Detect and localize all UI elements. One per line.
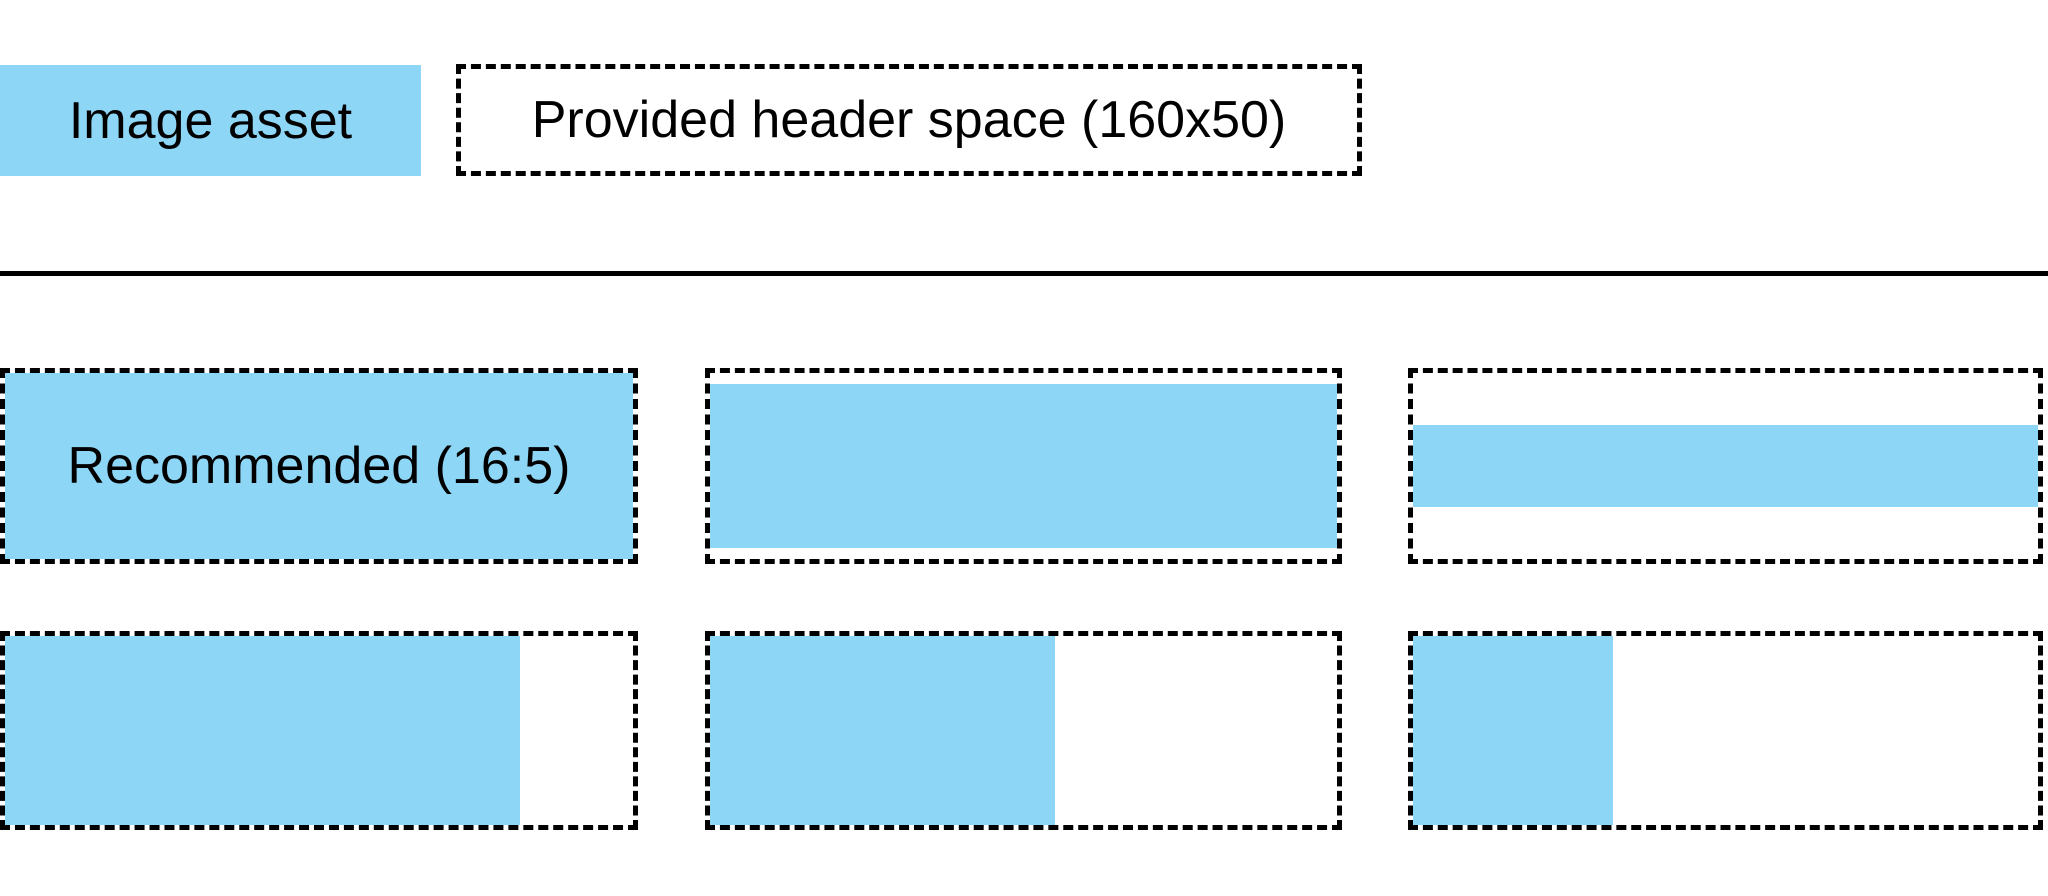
image-asset-fill: Recommended (16:5)	[5, 373, 633, 559]
image-asset-fill	[710, 384, 1337, 548]
recommended-label: Recommended (16:5)	[67, 437, 571, 495]
section-divider	[0, 271, 2048, 276]
example-full-height-medium	[705, 631, 1342, 830]
example-recommended-16-5: Recommended (16:5)	[0, 368, 638, 564]
legend-image-asset-swatch: Image asset	[0, 65, 421, 176]
legend-image-asset-label: Image asset	[68, 91, 353, 150]
image-asset-fill	[1413, 636, 1613, 825]
example-full-height-wide	[0, 631, 638, 830]
image-asset-fill	[5, 636, 520, 825]
legend-header-space-box: Provided header space (160x50)	[456, 64, 1362, 176]
example-full-width-reduced-height	[705, 368, 1342, 564]
example-full-width-thin-strip	[1408, 368, 2043, 564]
image-asset-fill	[1413, 425, 2038, 507]
image-asset-fill	[710, 636, 1055, 825]
legend-header-space-label: Provided header space (160x50)	[531, 91, 1287, 149]
example-full-height-narrow	[1408, 631, 2043, 830]
